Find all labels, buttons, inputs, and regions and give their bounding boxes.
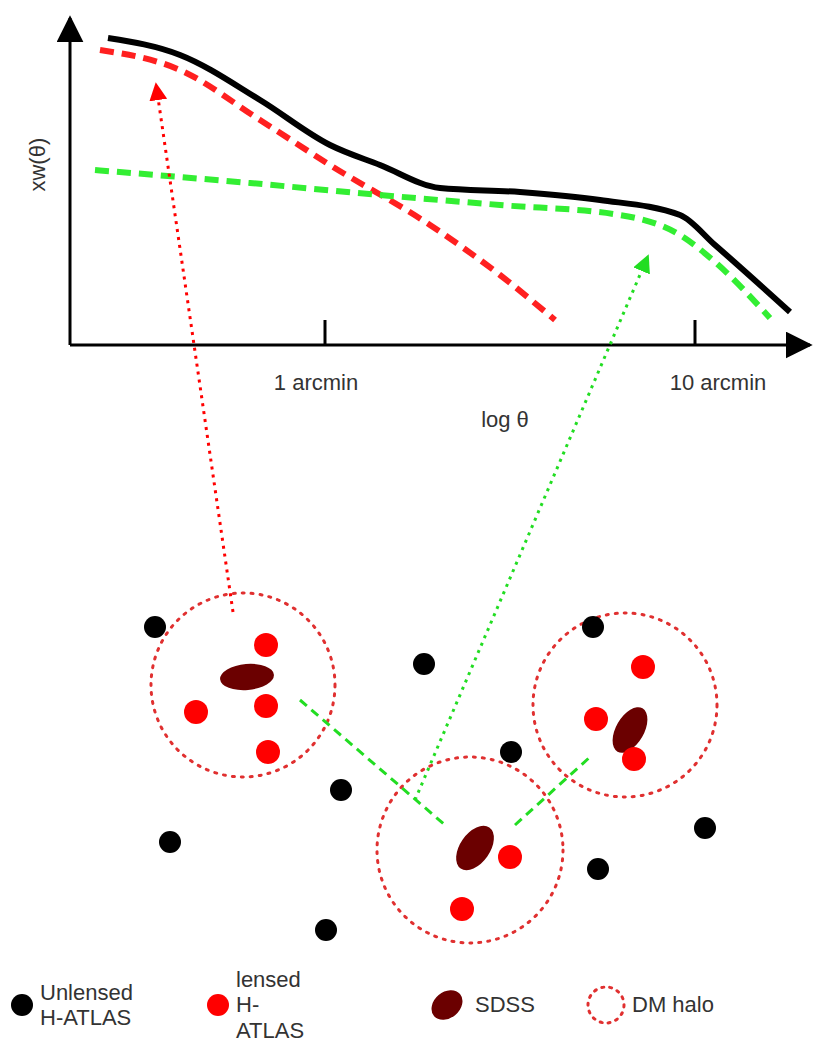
halos (151, 593, 717, 943)
legend-text: Unlensed H-ATLAS (40, 980, 160, 1031)
one-halo-curve (100, 50, 555, 320)
pointer-arrows (156, 84, 648, 800)
lensed-sources (184, 633, 655, 921)
total-curve (108, 38, 790, 312)
sdss-galaxies (219, 662, 655, 877)
green-links (300, 700, 590, 825)
axes (70, 18, 810, 345)
legend-text: lensed H-ATLAS (236, 967, 326, 1043)
unlensed-sources (144, 616, 716, 941)
legend-swatch (11, 994, 33, 1016)
legend-swatch (588, 987, 624, 1023)
legend-swatch (207, 994, 229, 1016)
tick-label: 1 arcmin (274, 370, 358, 395)
axis-label: xw(θ) (25, 138, 50, 192)
two-halo-curve (95, 170, 770, 318)
axis-label: log θ (481, 407, 529, 432)
legend-swatch (426, 984, 469, 1026)
legend-text: DM halo (632, 992, 752, 1017)
tick-label: 10 arcmin (670, 370, 767, 395)
legend-text: SDSS (475, 992, 555, 1017)
curves (95, 38, 790, 320)
